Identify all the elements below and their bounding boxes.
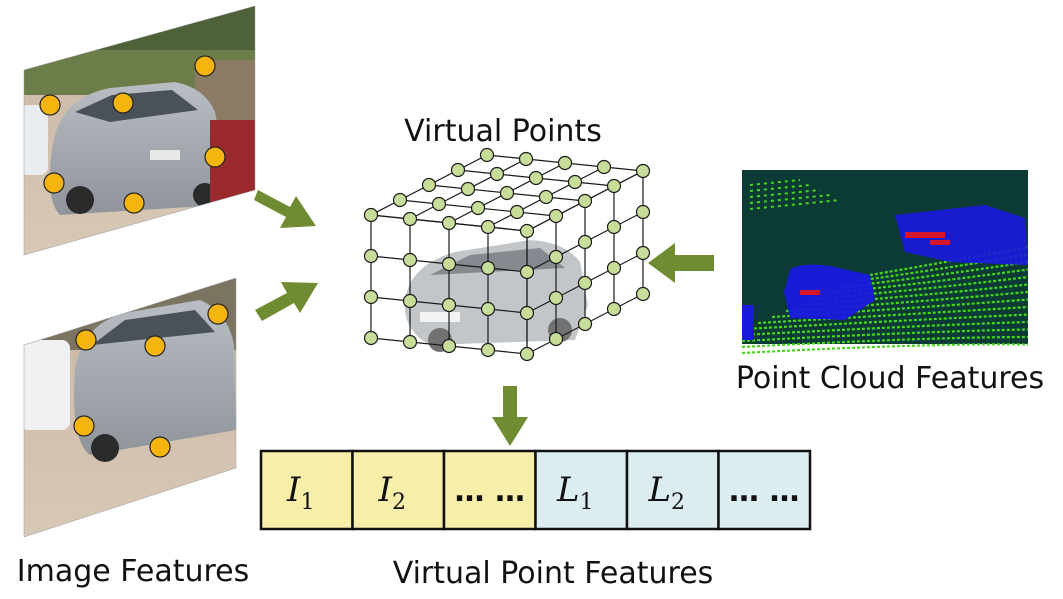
virtual-point-features-label: Virtual Point Features [393,556,714,591]
virtual-point-node [480,301,496,317]
keypoint-dot [43,172,65,194]
virtual-point-node [402,293,418,309]
virtual-point-node [557,155,573,171]
lidar-car-left-icon [784,264,875,320]
virtual-point-node [441,338,457,354]
arrow-bottom-to-cube [255,282,318,321]
virtual-point-node [489,166,505,182]
virtual-point-node [509,204,525,220]
virtual-point-node [577,234,593,250]
feature-cell [442,449,537,531]
virtual-point-node [480,342,496,358]
virtual-point-node [402,211,418,227]
feature-cell [717,449,812,531]
keypoint-dot [73,415,95,437]
virtual-point-node [635,204,651,220]
virtual-point-node [635,163,651,179]
point-cloud-features-label: Point Cloud Features [736,361,1044,396]
virtual-point-node [606,260,622,276]
image-feature-patch-bottom [23,277,237,538]
keypoint-dot [39,94,61,116]
keypoint-dot [144,335,166,357]
virtual-point-node [499,185,515,201]
keypoint-dot [149,436,171,458]
virtual-point-node [606,219,622,235]
virtual-point-node [450,162,466,178]
keypoint-dot [112,92,134,114]
virtual-point-node [635,286,651,302]
virtual-point-node [470,200,486,216]
virtual-point-node [548,208,564,224]
virtual-point-node [402,334,418,350]
virtual-point-node [363,330,379,346]
virtual-point-node [567,174,583,190]
feature-cell [534,449,629,531]
keypoint-dot [207,303,229,325]
virtual-point-node [441,256,457,272]
virtual-point-node [538,189,554,205]
virtual-point-node [528,170,544,186]
virtual-point-node [519,346,535,362]
feature-cell-label: … … [455,474,525,509]
arrow-cube-to-features [492,386,528,446]
virtual-point-node [519,305,535,321]
feature-cell [351,449,446,531]
virtual-point-node [519,223,535,239]
keypoints-bottom [73,303,229,458]
image-features-label: Image Features [17,554,250,589]
virtual-point-node [402,252,418,268]
virtual-point-node [577,275,593,291]
point-cloud-patch [741,170,1029,355]
arrow-top-to-cube [254,190,316,228]
virtual-point-node [363,207,379,223]
virtual-point-node [606,301,622,317]
virtual-point-cube [363,147,651,362]
virtual-point-node [635,245,651,261]
lidar-car-right-icon [895,205,1028,265]
keypoint-dot [194,55,216,77]
keypoint-dot [123,192,145,214]
virtual-point-node [480,219,496,235]
virtual-points-label: Virtual Points [404,114,602,149]
virtual-point-node [460,181,476,197]
virtual-point-node [577,316,593,332]
virtual-point-node [519,264,535,280]
keypoint-dot [75,329,97,351]
virtual-point-node [441,215,457,231]
virtual-point-node [479,147,495,163]
arrow-lidar-to-cube [648,243,714,283]
keypoints-top [39,55,226,214]
virtual-point-node [363,248,379,264]
virtual-point-node [606,178,622,194]
keypoint-dot [204,146,226,168]
virtual-point-node [363,289,379,305]
virtual-point-node [431,196,447,212]
virtual-point-node [480,260,496,276]
virtual-point-node [421,177,437,193]
virtual-point-node [548,290,564,306]
virtual-point-node [596,159,612,175]
virtual-point-node [577,193,593,209]
image-feature-patch-top [23,5,256,256]
virtual-point-node [392,192,408,208]
virtual-point-node [548,331,564,347]
virtual-point-node [441,297,457,313]
virtual-point-node [548,249,564,265]
virtual-point-node [518,151,534,167]
feature-cell-label: … … [729,474,799,509]
